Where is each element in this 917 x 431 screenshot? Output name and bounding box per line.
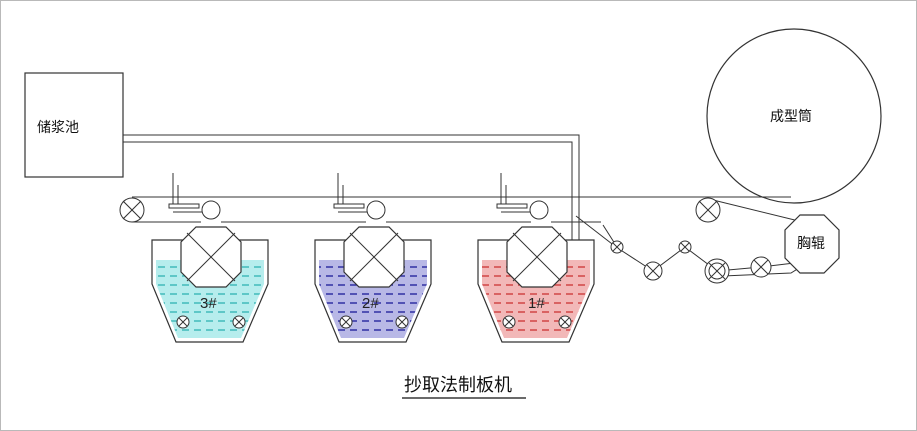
felt-roller-3 xyxy=(643,261,663,281)
felt-roller-6 xyxy=(750,256,772,278)
vat-3-label: 3# xyxy=(200,295,217,312)
couch-assembly-1 xyxy=(496,173,549,220)
felt-roller-5 xyxy=(704,258,730,284)
diagram-caption: 抄取法制板机 xyxy=(402,375,526,399)
felt-return-run xyxy=(575,198,812,277)
felt-roller-left xyxy=(119,197,145,223)
felt-roller-4 xyxy=(678,240,692,254)
felt-top-run xyxy=(132,196,791,223)
vat-2: 2# xyxy=(314,226,432,343)
breast-roll: 胸辊 xyxy=(784,214,840,274)
couch-assembly-2 xyxy=(333,173,386,220)
felt-roller-2 xyxy=(610,240,624,254)
couch-assembly-3 xyxy=(168,173,221,220)
vat-2-label: 2# xyxy=(362,295,379,312)
storage-tank-label: 储浆池 xyxy=(37,119,79,135)
vat-1: 1# xyxy=(477,226,595,343)
vat-1-label: 1# xyxy=(528,295,545,312)
forming-cylinder: 成型筒 xyxy=(706,28,882,204)
felt-roller-1 xyxy=(695,197,721,223)
storage-tank: 储浆池 xyxy=(24,72,124,178)
forming-cylinder-label: 成型筒 xyxy=(770,108,812,124)
caption-text: 抄取法制板机 xyxy=(404,375,512,395)
breast-roll-label: 胸辊 xyxy=(797,235,825,251)
vat-3: 3# xyxy=(151,226,269,343)
supply-pipe xyxy=(123,134,580,249)
